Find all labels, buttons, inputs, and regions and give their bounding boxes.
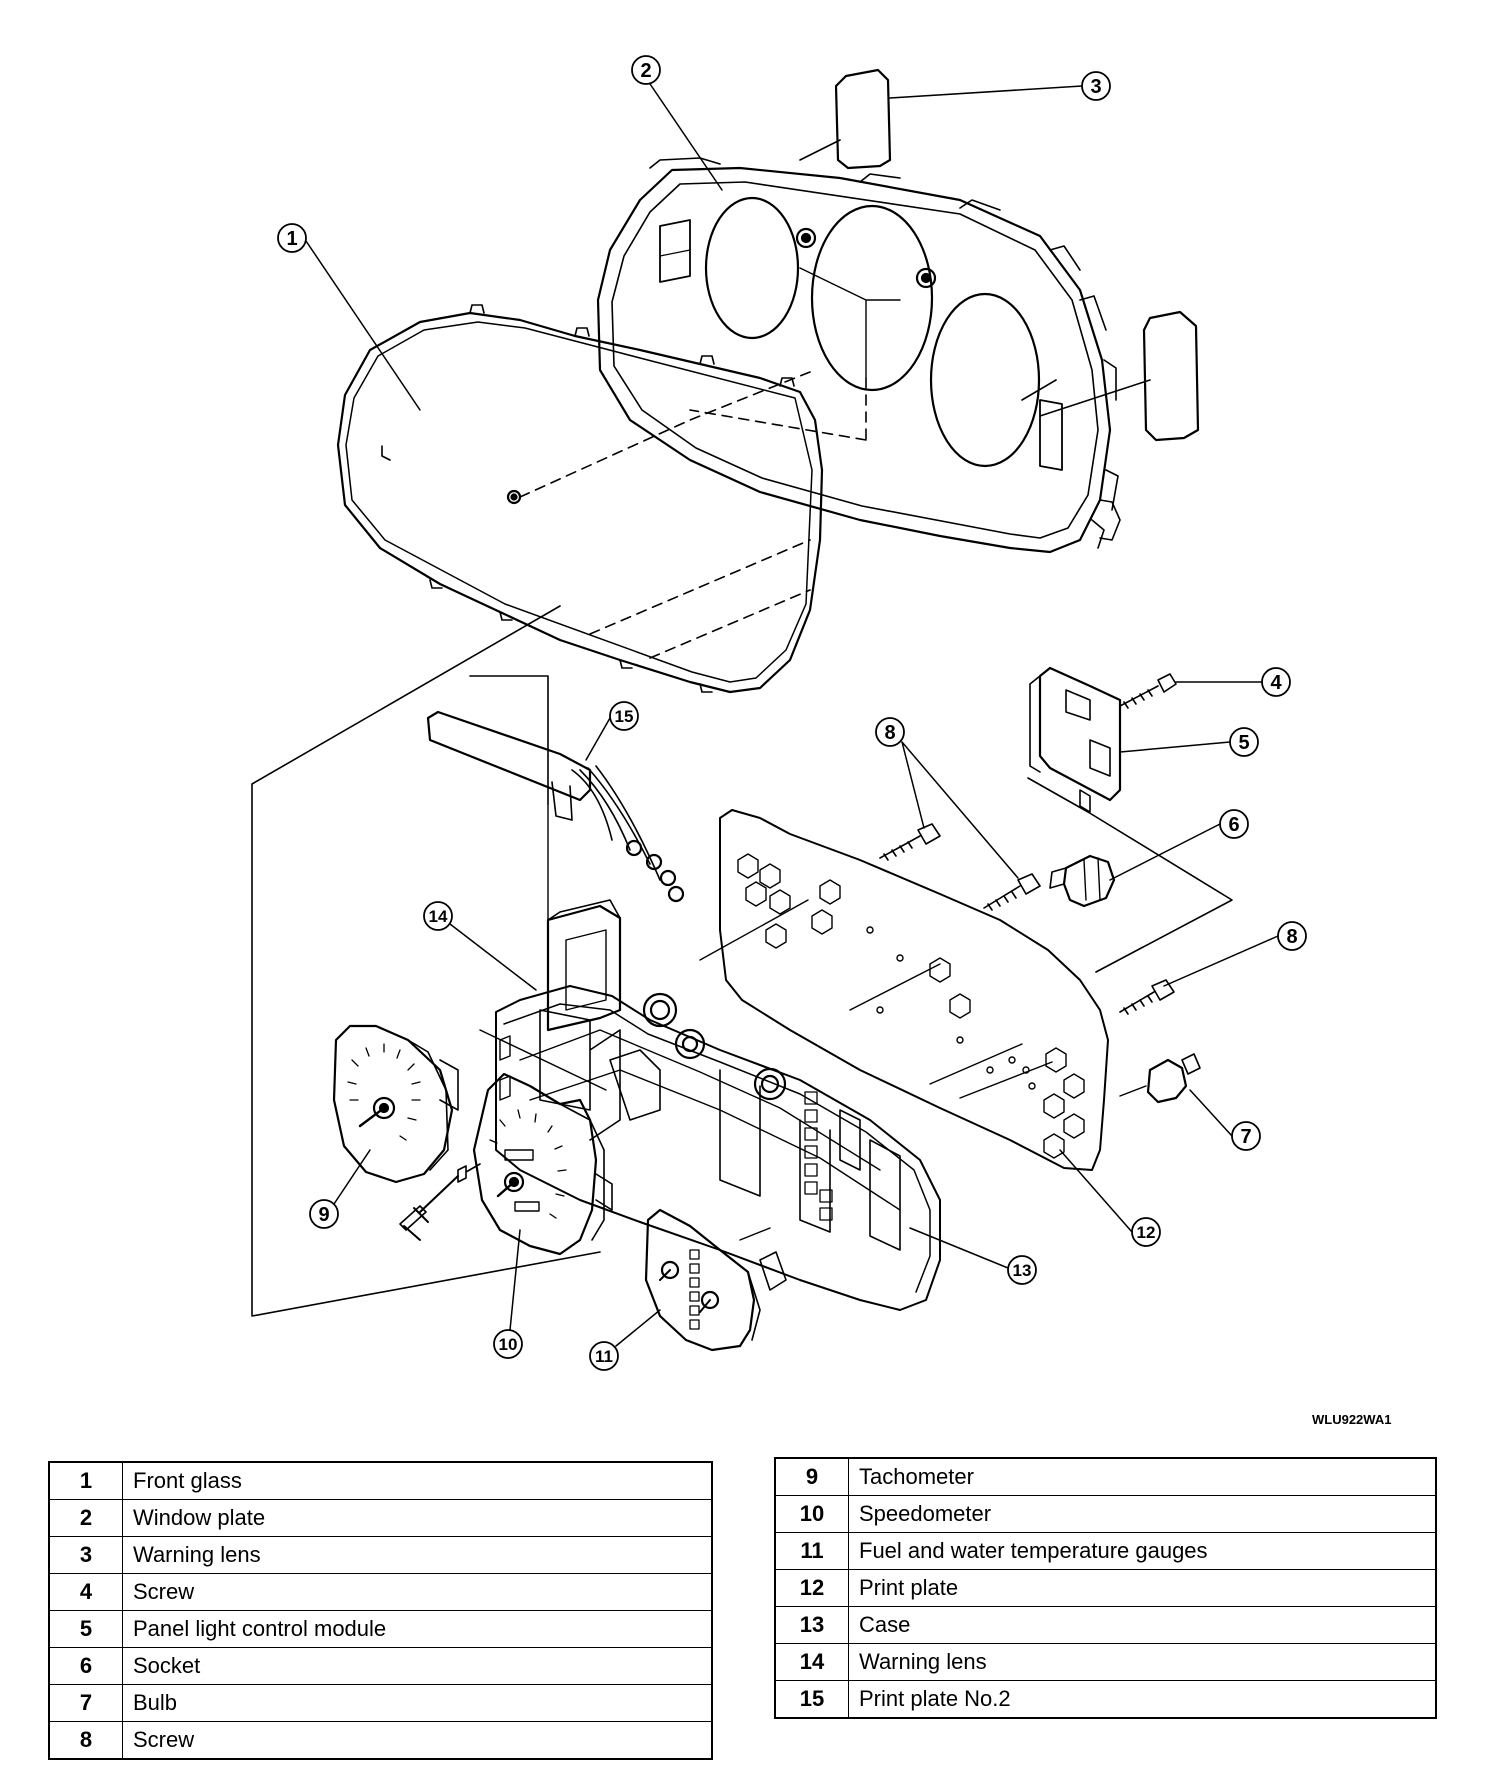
print-plate-part [699,809,1109,1171]
legend-part-name: Screw [122,1721,713,1760]
warning-lens-part [799,68,1200,442]
callout-4: 4 [1261,667,1291,697]
callout-markers: 1 2 3 4 5 6 7 8 8 9 10 11 12 13 14 15 [277,55,1307,1371]
legend-num: 13 [774,1606,849,1644]
assembly-outline-lines [251,605,1233,1317]
legend-num: 4 [48,1573,123,1611]
svg-text:6: 6 [1228,814,1239,836]
legend-num: 12 [774,1569,849,1607]
legend-part-name: Panel light control module [122,1610,713,1648]
svg-text:15: 15 [615,707,634,726]
legend-part-name: Warning lens [122,1536,713,1574]
legend-part-name: Front glass [122,1461,713,1500]
svg-text:9: 9 [318,1204,329,1226]
legend-num: 2 [48,1499,123,1537]
legend-part-name: Window plate [122,1499,713,1537]
legend-num: 1 [48,1461,123,1500]
tachometer-part [332,1024,459,1184]
callout-3: 3 [1081,71,1111,101]
svg-text:8: 8 [884,722,895,744]
svg-text:10: 10 [499,1335,518,1354]
legend-part-name: Speedometer [848,1495,1437,1533]
panel-light-module-part [1029,666,1122,813]
callout-12: 12 [1131,1217,1161,1247]
exploded-view-diagram: 1 2 3 4 5 6 7 8 8 9 10 11 12 13 14 15 [251,55,1307,1371]
svg-text:3: 3 [1090,76,1101,98]
speedometer-part [399,1029,613,1256]
svg-text:14: 14 [429,907,448,926]
callout-7: 7 [1231,1121,1261,1151]
legend-part-name: Print plate No.2 [848,1680,1437,1719]
svg-text:13: 13 [1013,1261,1032,1280]
callout-2: 2 [631,55,661,85]
legend-num: 3 [48,1536,123,1574]
callout-13: 13 [1007,1255,1037,1285]
fuel-temp-gauges-part [644,1208,787,1352]
case-part [495,985,941,1311]
figure-code: WLU922WA1 [1312,1412,1392,1427]
svg-text:2: 2 [640,60,651,82]
legend-part-name: Print plate [848,1569,1437,1607]
legend-num: 5 [48,1610,123,1648]
case-warning-lens-part [546,899,622,1032]
front-glass-part [336,304,824,694]
socket-part [1049,854,1116,908]
legend-part-name: Warning lens [848,1643,1437,1681]
svg-text:12: 12 [1137,1223,1156,1242]
legend-num: 9 [774,1457,849,1496]
callout-11: 11 [589,1341,619,1371]
legend-part-name: Fuel and water temperature gauges [848,1532,1437,1570]
legend-num: 8 [48,1721,123,1760]
legend-part-name: Bulb [122,1684,713,1722]
callout-10: 10 [493,1329,523,1359]
svg-text:8: 8 [1286,926,1297,948]
callout-5: 5 [1229,727,1259,757]
callout-1: 1 [277,223,307,253]
legend-part-name: Socket [122,1647,713,1685]
legend-num: 11 [774,1532,849,1570]
legend-num: 7 [48,1684,123,1722]
legend-part-name: Screw [122,1573,713,1611]
callout-15: 15 [609,701,639,731]
callout-6: 6 [1219,809,1249,839]
svg-text:5: 5 [1238,732,1249,754]
leader-lines [303,77,1279,1347]
alignment-dashes [519,371,867,659]
legend-num: 14 [774,1643,849,1681]
legend-num: 10 [774,1495,849,1533]
callout-8b: 8 [1277,921,1307,951]
callout-9: 9 [309,1199,339,1229]
bulb-part [1119,1053,1201,1104]
print-plate-no2-part [426,710,685,1011]
legend-part-name: Case [848,1606,1437,1644]
callout-14: 14 [423,901,453,931]
legend-num: 15 [774,1680,849,1719]
window-plate-part [596,157,1121,554]
callout-8a: 8 [875,717,905,747]
svg-text:1: 1 [286,228,297,250]
svg-text:4: 4 [1270,672,1282,694]
svg-text:7: 7 [1240,1126,1251,1148]
legend-part-name: Tachometer [848,1457,1437,1496]
svg-text:11: 11 [595,1347,613,1366]
legend-num: 6 [48,1647,123,1685]
screw-parts [879,673,1177,1015]
